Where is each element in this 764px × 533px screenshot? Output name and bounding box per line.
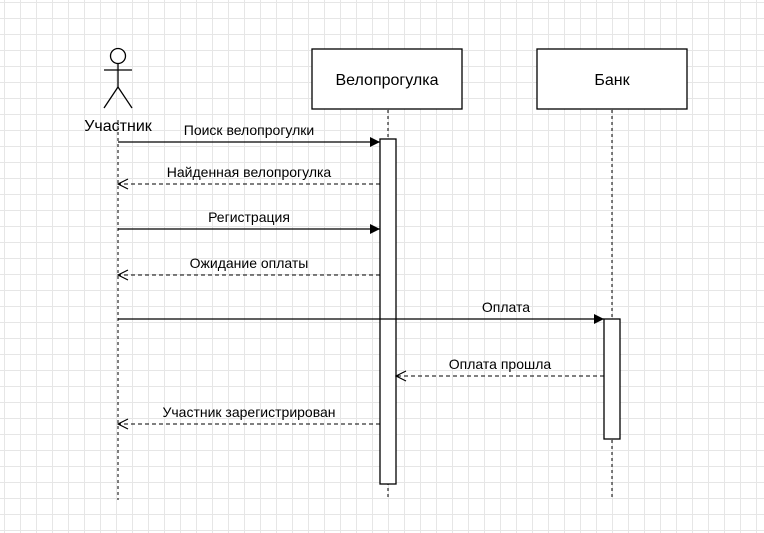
bank-activation-bar (603, 318, 621, 440)
message-label: Ожидание оплаты (190, 255, 309, 271)
message-label: Оплата (482, 299, 530, 315)
message-registration[interactable]: Регистрация (118, 209, 380, 234)
participant-ride-label: Велопрогулка (336, 72, 439, 89)
message-label: Оплата прошла (449, 356, 552, 372)
message-label: Регистрация (208, 209, 290, 225)
message-registered[interactable]: Участник зарегистрирован (118, 404, 380, 424)
message-awaiting-payment[interactable]: Ожидание оплаты (118, 255, 380, 275)
message-label: Найденная велопрогулка (167, 164, 332, 180)
participant-bank[interactable]: Банк (536, 48, 688, 110)
message-payment-done[interactable]: Оплата прошла (396, 356, 604, 376)
participant-bank-label: Банк (594, 72, 630, 89)
actor-label: Участник (84, 118, 153, 135)
message-found-ride[interactable]: Найденная велопрогулка (118, 164, 380, 184)
message-label: Участник зарегистрирован (162, 404, 335, 420)
actor-icon[interactable] (103, 47, 133, 109)
participant-ride[interactable]: Велопрогулка (311, 48, 463, 110)
message-payment[interactable]: Оплата (118, 299, 604, 324)
ride-activation-bar (379, 138, 397, 485)
message-label: Поиск велопрогулки (184, 122, 314, 138)
message-search[interactable]: Поиск велопрогулки (118, 122, 380, 147)
